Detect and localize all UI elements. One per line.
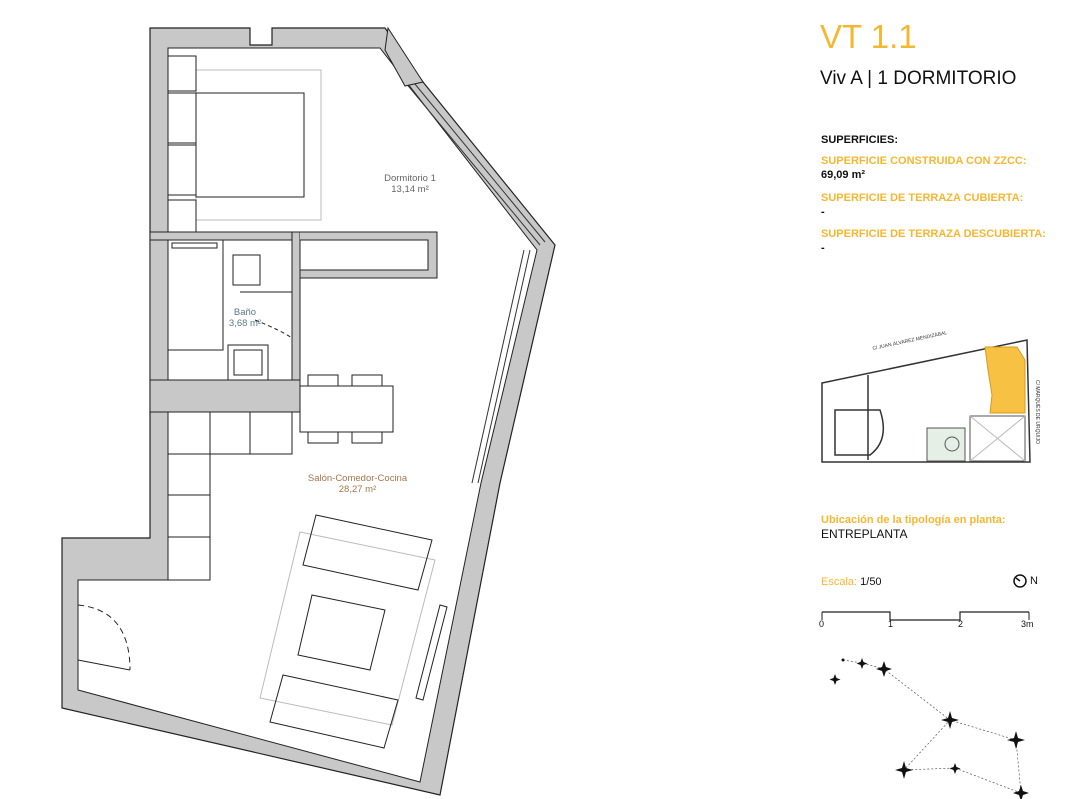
constellation-logo: [842, 659, 1022, 794]
location-value: ENTREPLANTA: [821, 527, 908, 541]
room-area: 13,14 m²: [391, 184, 429, 195]
surfaces-heading: SUPERFICIES:: [821, 134, 899, 146]
surface-label: SUPERFICIE CONSTRUIDA CON ZZCC:: [821, 155, 1027, 167]
page-subtitle: Viv A | 1 DORMITORIO: [820, 68, 1017, 89]
north-label: N: [1030, 575, 1038, 587]
scale-tick: 1: [888, 619, 894, 629]
surface-value: -: [821, 242, 825, 254]
scale-bar: [822, 611, 1029, 621]
room-area: 28,27 m²: [338, 484, 377, 495]
room-name: Dormitorio 1: [384, 173, 436, 184]
north-icon: [1013, 574, 1027, 588]
street-label: C/ MARQUÉS DE URQUIJO: [1034, 380, 1040, 444]
location-label: Ubicación de la tipología en planta:: [821, 514, 1006, 526]
surface-value: -: [821, 206, 825, 218]
scale-label: Escala: 1/50: [821, 576, 882, 588]
room-label-salon: Salón-Comedor-Cocina 28,27 m²: [290, 473, 425, 495]
scale-value: 1/50: [860, 576, 882, 588]
scale-tick: 2: [958, 619, 964, 629]
keyplan: [821, 339, 1031, 463]
scale-caption: Escala:: [821, 576, 858, 588]
room-name: Salón-Comedor-Cocina: [307, 473, 408, 484]
room-area: 3,68 m²: [228, 318, 262, 329]
scale-tick: 3m: [1021, 619, 1034, 629]
page-title: VT 1.1: [820, 18, 917, 55]
surface-value: 69,09 m²: [821, 169, 866, 181]
room-label-bano: Baño 3,68 m²: [210, 307, 280, 329]
surface-label: SUPERFICIE DE TERRAZA DESCUBIERTA:: [821, 228, 1046, 240]
surface-label: SUPERFICIE DE TERRAZA CUBIERTA:: [821, 192, 1024, 204]
room-label-dormitorio: Dormitorio 1 13,14 m²: [360, 173, 460, 195]
room-name: Baño: [233, 307, 257, 318]
window: [404, 81, 541, 246]
scale-tick: 0: [819, 619, 825, 629]
